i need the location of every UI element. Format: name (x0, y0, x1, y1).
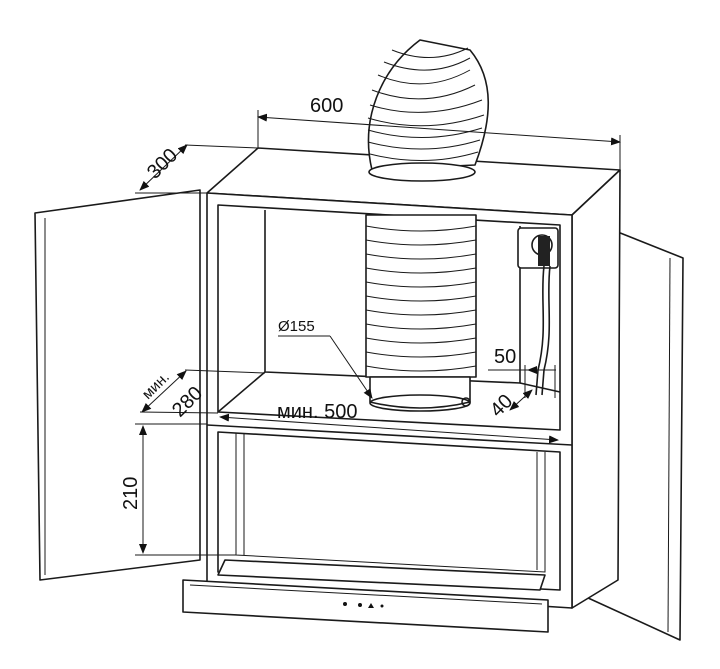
dimension-label: 300 (143, 144, 182, 183)
flexible-duct-upper (367, 39, 490, 182)
hood-front-panel (182, 559, 549, 633)
left-cabinet-door (34, 189, 201, 581)
dimension-210: 210 (120, 423, 236, 556)
power-socket (517, 227, 559, 396)
dimension-diameter: Ø155 (278, 318, 373, 399)
control-button-icon (358, 603, 362, 607)
dimension-label: 210 (120, 477, 142, 510)
control-button-icon (380, 604, 384, 608)
dimension-600: 600 (257, 95, 621, 170)
dimension-min-500: мин. 500 (219, 401, 559, 444)
control-button-icon (343, 602, 347, 606)
up-arrow-icon (368, 603, 374, 608)
dimension-label: 600 (310, 95, 343, 117)
dimension-50: 50 (488, 346, 556, 398)
dimension-label: 50 (494, 346, 516, 368)
dimension-label: Ø155 (278, 318, 315, 335)
dimension-label: мин. 500 (277, 401, 357, 423)
flexible-duct-lower (365, 214, 477, 412)
